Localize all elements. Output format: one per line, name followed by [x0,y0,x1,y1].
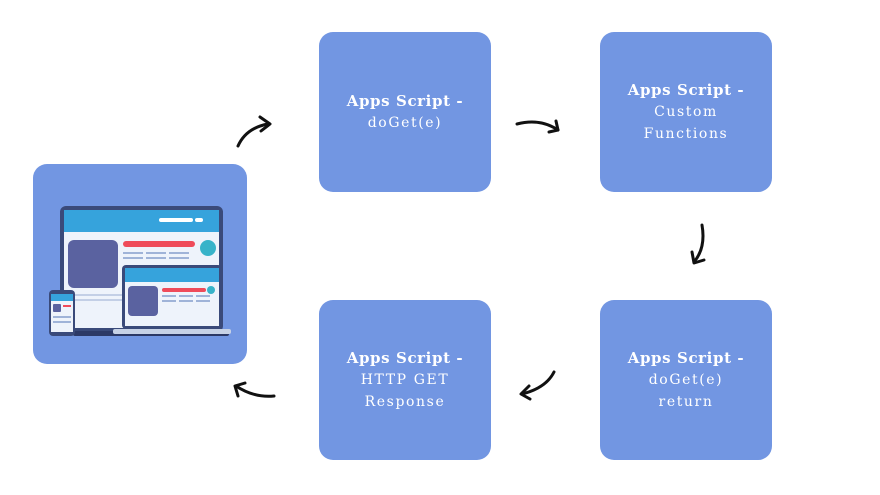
devices-illustration-card [33,164,247,364]
arrow-icon-doget-to-custom [515,119,560,134]
arrow-icon-custom-to-return [690,223,706,265]
step-line: return [658,394,714,410]
arrow-icon-return-to-response [519,370,556,401]
step-line: Response [364,394,446,410]
step-line: doGet(e) [367,115,443,131]
step-line: doGet(e) [648,372,724,388]
step-box-doget-return: Apps Script - doGet(e) return [600,300,772,460]
step-box-custom-functions: Apps Script - Custom Functions [600,32,772,192]
responsive-devices-icon [33,164,247,364]
step-title: Apps Script - [346,92,464,110]
arrow-icon-devices-to-doget [236,115,272,148]
step-title: Apps Script - [627,349,745,367]
step-line: HTTP GET [360,372,450,388]
step-box-doget: Apps Script - doGet(e) [319,32,491,192]
step-title: Apps Script - [627,81,745,99]
arrow-icon-response-to-devices [233,381,276,398]
step-box-http-get-response: Apps Script - HTTP GET Response [319,300,491,460]
step-line: Functions [643,126,729,142]
step-line: Custom [654,104,718,120]
step-title: Apps Script - [346,349,464,367]
